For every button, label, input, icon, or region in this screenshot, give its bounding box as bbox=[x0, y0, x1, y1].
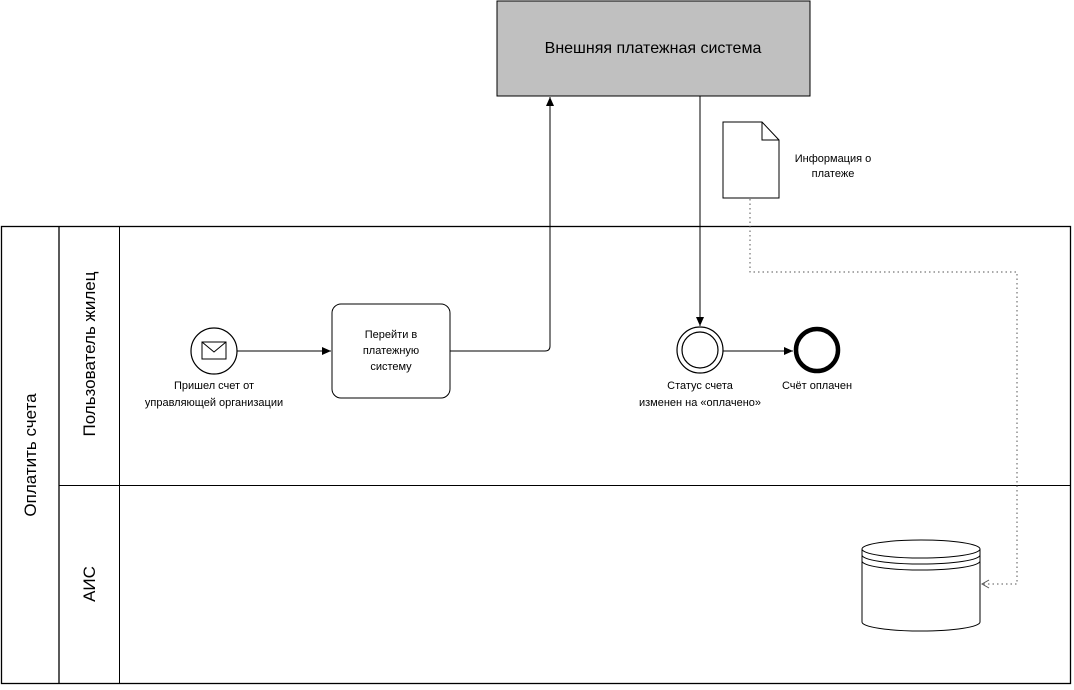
external-system-label: Внешняя платежная система bbox=[545, 40, 762, 57]
data-store-ais[interactable] bbox=[861, 539, 981, 632]
end-event-bill-paid[interactable]: Счёт оплачен bbox=[782, 326, 852, 392]
envelope-icon bbox=[201, 341, 227, 360]
intermediate-event-label-line2: изменен на «оплачено» bbox=[639, 397, 761, 409]
task-label-line2: платежную bbox=[363, 345, 419, 357]
task-label-line3: систему bbox=[370, 361, 412, 373]
lane-ais: АИС bbox=[80, 566, 99, 602]
pool-pay-bills: Оплатить счета bbox=[0, 225, 1072, 685]
start-message-event[interactable]: Пришел счет от управляющей организации bbox=[145, 327, 283, 409]
end-event-label: Счёт оплачен bbox=[782, 380, 852, 392]
intermediate-event-label-line1: Статус счета bbox=[667, 380, 734, 392]
data-object-label-line2: платеже bbox=[812, 168, 855, 180]
intermediate-event-status-changed[interactable]: Статус счета изменен на «оплачено» bbox=[639, 326, 761, 409]
start-event-label-line1: Пришел счет от bbox=[174, 380, 254, 392]
lane-user: Пользователь жилец bbox=[59, 226, 1071, 684]
data-object-payment-info[interactable]: Информация о платеже bbox=[722, 121, 872, 199]
external-payment-system[interactable]: Внешняя платежная система bbox=[496, 0, 811, 97]
task-label-line1: Перейти в bbox=[365, 329, 418, 341]
lane-ais-label: АИС bbox=[80, 566, 99, 602]
data-object-label-line1: Информация о bbox=[795, 153, 872, 165]
task-go-to-payment-system[interactable]: Перейти в платежную систему bbox=[331, 303, 451, 399]
message-flow-task-to-external bbox=[450, 97, 554, 352]
start-event-label-line2: управляющей организации bbox=[145, 397, 283, 409]
pool-label: Оплатить счета bbox=[21, 393, 40, 517]
lane-user-label: Пользователь жилец bbox=[80, 271, 99, 436]
